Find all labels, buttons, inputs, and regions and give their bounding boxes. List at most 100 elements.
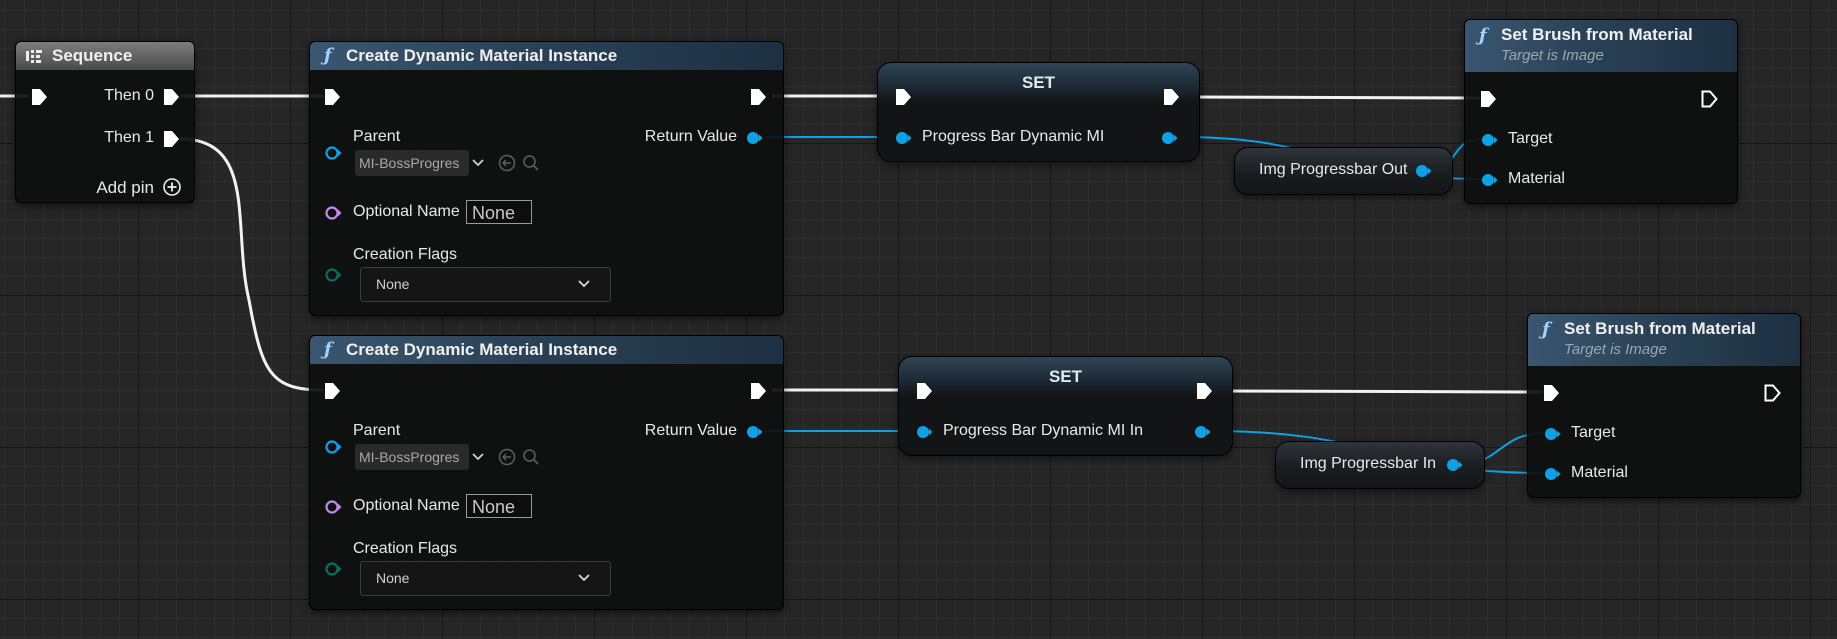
- set-brush-2-material-pin[interactable]: [1544, 467, 1561, 481]
- plus-circle-icon[interactable]: [163, 178, 181, 196]
- create-dmi-1-return-pin[interactable]: [746, 131, 763, 145]
- magnifier-icon[interactable]: [522, 154, 540, 172]
- create-dmi-1-optional-name-pin[interactable]: [325, 206, 342, 220]
- set-2-variable-label: Progress Bar Dynamic MI In: [943, 422, 1144, 439]
- set-1-variable-label: Progress Bar Dynamic MI: [922, 128, 1105, 145]
- img-progressbar-in-pin[interactable]: [1446, 458, 1463, 472]
- chevron-down-icon[interactable]: [472, 453, 484, 461]
- then1-label: Then 1: [104, 129, 154, 146]
- create-dmi-2-exec-out-pin[interactable]: [750, 382, 767, 400]
- set-2-exec-in-pin[interactable]: [916, 382, 933, 400]
- then0-exec-pin[interactable]: [163, 88, 180, 106]
- create-dmi-1-parent-pin[interactable]: [325, 146, 342, 160]
- create-dmi-1-parent-label: Parent: [353, 128, 401, 145]
- create-dmi-2-header: ƒ Create Dynamic Material Instance: [310, 336, 783, 364]
- magnifier-icon[interactable]: [522, 448, 540, 466]
- exec-in-pin[interactable]: [31, 88, 48, 106]
- set-brush-2-exec-out-pin[interactable]: [1764, 384, 1781, 402]
- create-dmi-1-creation-flags-pin[interactable]: [325, 268, 342, 282]
- then1-exec-pin[interactable]: [163, 130, 180, 148]
- set-brush-node-1[interactable]: ƒ Set Brush from Material Target is Imag…: [1464, 19, 1738, 204]
- set-brush-1-exec-in-pin[interactable]: [1480, 90, 1497, 108]
- img-progressbar-in-node[interactable]: Img Progressbar In: [1275, 441, 1485, 489]
- img-progressbar-out-label: Img Progressbar Out: [1259, 161, 1408, 178]
- chevron-down-icon[interactable]: [578, 574, 590, 582]
- create-dmi-node-2[interactable]: ƒ Create Dynamic Material Instance Paren…: [309, 335, 784, 610]
- img-progressbar-out-pin[interactable]: [1415, 164, 1432, 178]
- set-brush-2-header: ƒ Set Brush from Material Target is Imag…: [1528, 314, 1800, 366]
- chevron-down-icon[interactable]: [578, 280, 590, 288]
- create-dmi-node-1[interactable]: ƒ Create Dynamic Material Instance Paren…: [309, 41, 784, 316]
- create-dmi-2-creation-flags-dropdown[interactable]: None: [360, 561, 611, 596]
- f-icon: ƒ: [1542, 319, 1550, 340]
- set-brush-1-material-pin[interactable]: [1481, 173, 1498, 187]
- create-dmi-2-exec-in-pin[interactable]: [324, 382, 341, 400]
- f-icon: ƒ: [324, 339, 332, 360]
- create-dmi-1-creation-flags-dropdown[interactable]: None: [360, 267, 611, 302]
- arrow-left-circle-icon[interactable]: [498, 154, 516, 172]
- create-dmi-2-optional-name-pin[interactable]: [325, 500, 342, 514]
- set-brush-1-subtitle: Target is Image: [1501, 47, 1604, 64]
- create-dmi-1-header: ƒ Create Dynamic Material Instance: [310, 42, 783, 70]
- set-brush-2-title: Set Brush from Material: [1564, 319, 1756, 338]
- set-1-title: SET: [1021, 73, 1056, 92]
- set-brush-1-exec-out-pin[interactable]: [1701, 90, 1718, 108]
- create-dmi-2-creation-flags-pin[interactable]: [325, 562, 342, 576]
- f-icon: ƒ: [324, 45, 332, 66]
- create-dmi-2-creation-flags-value: None: [376, 570, 410, 586]
- create-dmi-1-exec-out-pin[interactable]: [750, 88, 767, 106]
- create-dmi-2-creation-flags-label: Creation Flags: [353, 540, 458, 557]
- create-dmi-1-optional-name-label: Optional Name: [353, 203, 460, 220]
- set-brush-1-target-pin[interactable]: [1481, 133, 1498, 147]
- chevron-down-icon[interactable]: [472, 159, 484, 167]
- exec-wire-set1-brush1: [1187, 95, 1481, 100]
- set-brush-2-target-pin[interactable]: [1544, 427, 1561, 441]
- create-dmi-2-parent-asset-picker[interactable]: MI-BossProgres: [355, 444, 469, 470]
- sequence-node[interactable]: Sequence Then 0 Then 1 Add pin: [15, 41, 195, 203]
- set-brush-2-material-label: Material: [1571, 464, 1628, 481]
- create-dmi-1-creation-flags-value: None: [376, 276, 410, 292]
- set-1-exec-in-pin[interactable]: [895, 88, 912, 106]
- set-brush-1-title: Set Brush from Material: [1501, 25, 1693, 44]
- create-dmi-1-title: Create Dynamic Material Instance: [346, 46, 618, 65]
- create-dmi-2-parent-pin[interactable]: [325, 440, 342, 454]
- create-dmi-2-optional-name-field[interactable]: None: [466, 494, 532, 518]
- set-1-value-in-pin[interactable]: [895, 131, 912, 145]
- set-node-2[interactable]: SET Progress Bar Dynamic MI In: [898, 356, 1233, 456]
- create-dmi-1-return-label: Return Value: [644, 128, 737, 145]
- create-dmi-1-creation-flags-label: Creation Flags: [353, 246, 458, 263]
- set-2-value-out-pin[interactable]: [1194, 425, 1211, 439]
- set-2-value-in-pin[interactable]: [916, 425, 933, 439]
- sequence-header: Sequence: [16, 42, 194, 70]
- create-dmi-1-parent-value: MI-BossProgres: [359, 155, 460, 171]
- then0-label: Then 0: [104, 87, 154, 104]
- set-brush-2-target-label: Target: [1571, 424, 1616, 441]
- create-dmi-1-exec-in-pin[interactable]: [324, 88, 341, 106]
- set-brush-2-subtitle: Target is Image: [1564, 341, 1667, 358]
- sequence-title: Sequence: [52, 46, 133, 65]
- set-1-exec-out-pin[interactable]: [1163, 88, 1180, 106]
- create-dmi-2-parent-value: MI-BossProgres: [359, 449, 460, 465]
- set-brush-1-material-label: Material: [1508, 170, 1565, 187]
- add-pin-label[interactable]: Add pin: [96, 178, 154, 197]
- exec-wire-set2-brush2: [1218, 389, 1544, 394]
- set-brush-1-header: ƒ Set Brush from Material Target is Imag…: [1465, 20, 1737, 72]
- set-brush-2-exec-in-pin[interactable]: [1543, 384, 1560, 402]
- create-dmi-2-return-pin[interactable]: [746, 425, 763, 439]
- create-dmi-2-optional-name-label: Optional Name: [353, 497, 460, 514]
- arrow-left-circle-icon[interactable]: [498, 448, 516, 466]
- exec-wire-then1: [179, 137, 324, 392]
- create-dmi-1-optional-name-field[interactable]: None: [466, 200, 532, 224]
- set-1-value-out-pin[interactable]: [1161, 131, 1178, 145]
- set-node-1[interactable]: SET Progress Bar Dynamic MI: [877, 62, 1200, 162]
- set-brush-1-target-label: Target: [1508, 130, 1553, 147]
- set-2-exec-out-pin[interactable]: [1196, 382, 1213, 400]
- img-progressbar-in-label: Img Progressbar In: [1300, 455, 1437, 472]
- set-2-title: SET: [1048, 367, 1083, 386]
- f-icon: ƒ: [1479, 25, 1487, 46]
- create-dmi-2-title: Create Dynamic Material Instance: [346, 340, 618, 359]
- create-dmi-2-return-label: Return Value: [644, 422, 737, 439]
- img-progressbar-out-node[interactable]: Img Progressbar Out: [1234, 147, 1453, 195]
- create-dmi-1-parent-asset-picker[interactable]: MI-BossProgres: [355, 150, 469, 176]
- set-brush-node-2[interactable]: ƒ Set Brush from Material Target is Imag…: [1527, 313, 1801, 498]
